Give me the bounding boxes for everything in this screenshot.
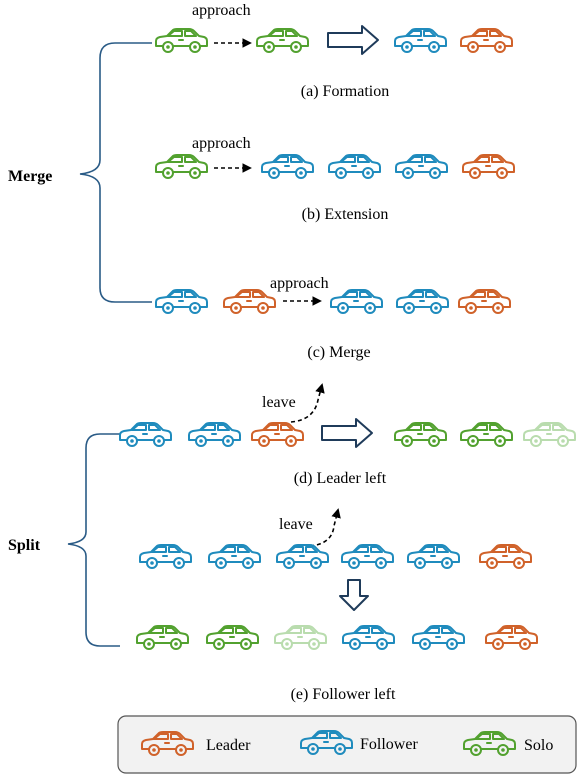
split-label: Split (8, 537, 41, 554)
leader-car-icon (223, 289, 276, 314)
leader-car-icon (485, 625, 538, 650)
scene-e-bottom-cars (136, 625, 538, 650)
solo-car-icon (155, 154, 208, 179)
legend-follower-label: Follower (360, 736, 418, 753)
solo-car-icon (394, 422, 447, 447)
solo-car-icon (460, 422, 513, 447)
caption-c: (c) Merge (307, 344, 370, 361)
follower-car-icon (276, 544, 329, 569)
merge-brace (79, 42, 152, 303)
follower-car-icon (119, 422, 172, 447)
merge-label: Merge (8, 168, 52, 185)
caption-b: (b) Extension (302, 206, 389, 223)
legend-leader-label: Leader (206, 737, 251, 754)
follower-car-icon (341, 544, 394, 569)
caption-d: (d) Leader left (294, 470, 387, 487)
follower-car-icon (261, 154, 314, 179)
solo-faded-car-icon (523, 422, 576, 447)
follower-car-icon (188, 422, 241, 447)
approach-label-b: approach (192, 135, 251, 152)
follower-car-icon (139, 544, 192, 569)
leader-car-icon (458, 289, 511, 314)
transition-arrow-a (327, 25, 379, 55)
solo-car-icon (256, 28, 309, 53)
follower-car-icon (395, 154, 448, 179)
follower-car-icon (342, 625, 395, 650)
follower-car-icon (412, 625, 465, 650)
legend-box (117, 715, 577, 774)
transition-arrow-e (339, 579, 369, 611)
legend-solo-label: Solo (524, 737, 553, 754)
transition-arrow-d (321, 418, 373, 448)
follower-car-icon (330, 289, 383, 314)
approach-label-a: approach (192, 2, 251, 19)
scene-e-top-cars (139, 544, 532, 569)
leave-arrow-d (290, 383, 325, 423)
leave-label-d: leave (262, 394, 296, 411)
split-brace (67, 433, 120, 647)
caption-e: (e) Follower left (291, 686, 396, 703)
solo-car-icon (155, 28, 208, 53)
leader-car-icon (462, 154, 515, 179)
caption-a: (a) Formation (301, 83, 389, 100)
scene-b-cars (155, 154, 515, 179)
follower-car-icon (407, 544, 460, 569)
leave-arrow-e (309, 508, 341, 547)
leader-car-icon (479, 544, 532, 569)
follower-car-icon (328, 154, 381, 179)
solo-car-icon (136, 625, 189, 650)
leave-label-e: leave (279, 516, 313, 533)
follower-car-icon (396, 289, 449, 314)
leader-car-icon (251, 422, 304, 447)
follower-car-icon (394, 28, 447, 53)
approach-label-c: approach (270, 275, 329, 292)
follower-car-icon (155, 289, 208, 314)
solo-faded-car-icon (274, 625, 327, 650)
leader-car-icon (460, 28, 513, 53)
solo-car-icon (206, 625, 259, 650)
scene-c-cars (155, 289, 511, 314)
follower-car-icon (208, 544, 261, 569)
